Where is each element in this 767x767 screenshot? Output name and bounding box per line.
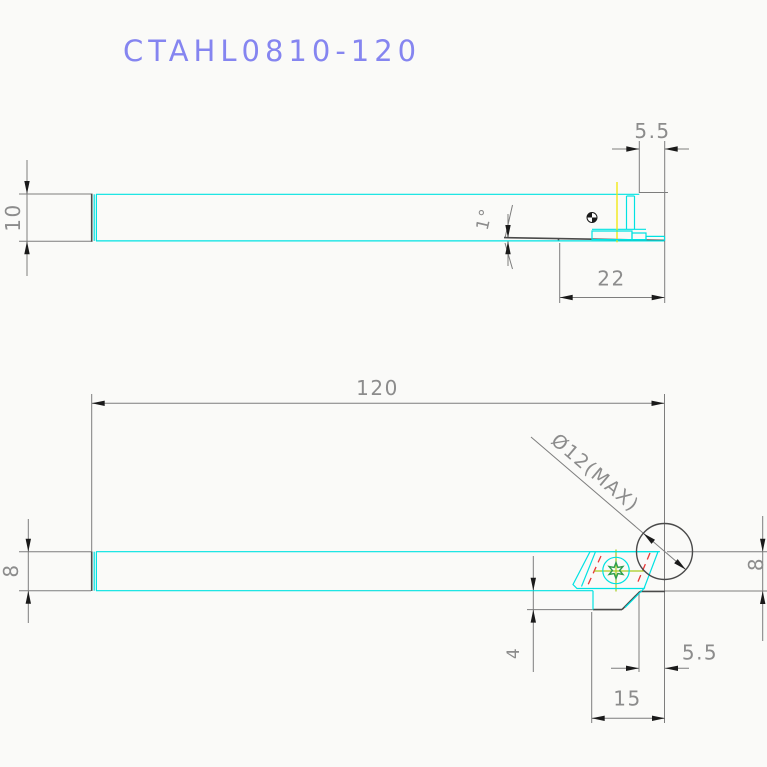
dimension-arrow xyxy=(25,538,31,552)
hidden-edge-line xyxy=(586,555,602,588)
center-symbol-icon xyxy=(592,217,597,223)
dimension-arrow xyxy=(591,715,605,721)
dimension-arrow xyxy=(626,146,640,152)
insert-outline xyxy=(631,232,647,241)
dimension-arrow xyxy=(652,715,665,721)
drawing-title: CTAHL0810-120 xyxy=(123,34,422,68)
hidden-edge-line xyxy=(636,552,651,585)
dimension-label: 8 xyxy=(744,557,767,571)
dimension-line xyxy=(530,436,687,571)
dimension-arrow xyxy=(665,665,678,671)
dimension-arrow xyxy=(760,538,766,552)
dimension-arrow xyxy=(91,400,105,406)
dimension-label: 1° xyxy=(473,206,498,232)
dimension-arrow xyxy=(651,294,665,301)
dimension-arrow xyxy=(530,577,536,591)
dimension-label: 120 xyxy=(356,376,399,400)
dimension-arrow xyxy=(651,400,665,406)
dimension-arrow xyxy=(559,294,573,301)
dimension-label: 5.5 xyxy=(682,641,718,665)
dimension-label: 15 xyxy=(613,687,641,711)
part-outline xyxy=(580,551,597,587)
dimension-arrow xyxy=(643,533,656,544)
dimension-label: Ø12(MAX) xyxy=(547,429,644,516)
dimension-line xyxy=(504,242,513,270)
clamp-screw-circle xyxy=(602,556,630,585)
dimension-label: 8 xyxy=(0,563,23,577)
insert-outline xyxy=(591,230,633,241)
center-symbol-icon xyxy=(587,212,592,218)
dimension-arrow xyxy=(530,609,536,623)
dimension-line xyxy=(504,204,513,239)
dimension-arrow xyxy=(24,241,30,255)
part-outline xyxy=(624,587,646,609)
dimension-label: 4 xyxy=(504,647,524,659)
dimension-arrow xyxy=(505,225,511,238)
dimension-arrow xyxy=(25,590,31,604)
dimension-arrow xyxy=(24,181,30,194)
dimension-arrow xyxy=(626,665,639,671)
dimension-label: 5.5 xyxy=(634,119,670,143)
torx-screw-icon xyxy=(607,560,625,581)
part-profile-line xyxy=(621,590,641,611)
dimension-arrow xyxy=(760,591,766,604)
max-bore-circle xyxy=(635,522,694,581)
dimension-label: 22 xyxy=(597,267,625,291)
dimension-label: 10 xyxy=(1,203,25,231)
dimension-arrow xyxy=(505,241,511,255)
dimension-arrow xyxy=(674,559,686,570)
dimension-arrow xyxy=(664,146,678,152)
insert-outline xyxy=(572,551,659,590)
